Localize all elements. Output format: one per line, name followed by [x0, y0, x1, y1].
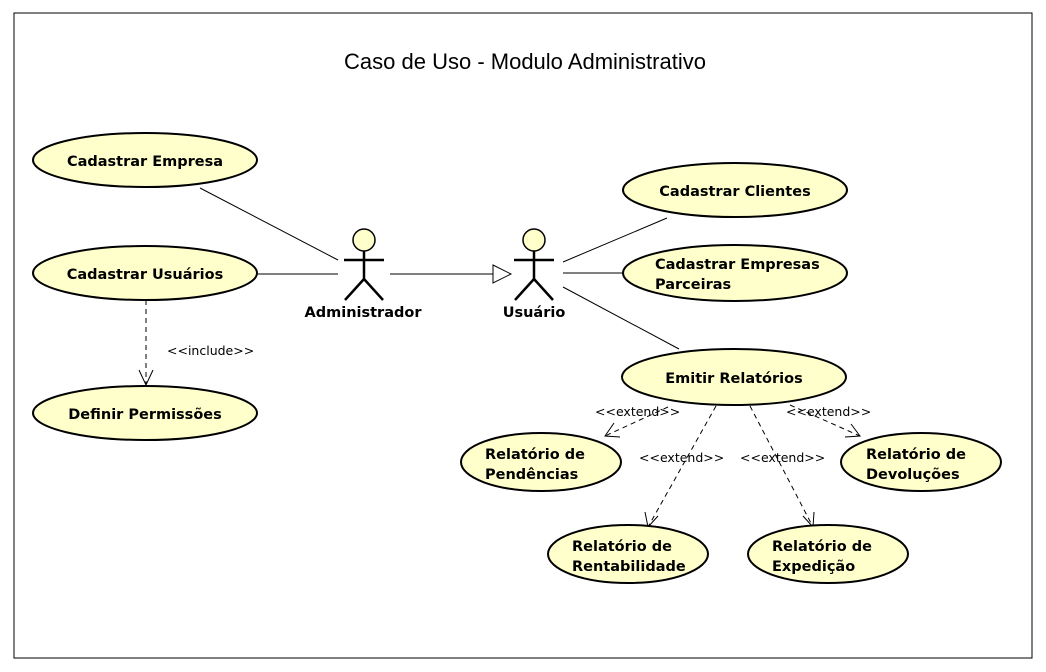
- use-case-label: Definir Permissões: [68, 407, 222, 423]
- use-case-ellipse: [460, 432, 622, 492]
- use-case-cadastrar-empresa[interactable]: Cadastrar Empresa: [32, 132, 258, 188]
- include-label: <<include>>: [167, 343, 254, 358]
- assoc-usuario-emitir-relatorios: [562, 286, 680, 350]
- extend-line-pendencias: [604, 406, 669, 437]
- use-case-label-line-2: Devoluções: [866, 467, 960, 483]
- use-case-ellipse: [840, 432, 1002, 492]
- use-case-ellipse: [32, 245, 258, 301]
- use-case-emitir-relatorios[interactable]: Emitir Relatórios: [621, 348, 847, 406]
- actor-left-leg: [344, 278, 365, 301]
- use-case-label-line-1: Cadastrar Empresas: [655, 257, 820, 273]
- use-case-ellipse: [621, 348, 847, 406]
- use-case-ellipse: [32, 132, 258, 188]
- use-case-ellipse: [622, 162, 848, 218]
- use-case-relatorio-pendencias[interactable]: Relatório de Pendências: [460, 432, 622, 492]
- use-case-ellipse: [547, 524, 709, 584]
- extend-line-devolucoes: [789, 404, 861, 437]
- use-case-ellipse: [747, 524, 909, 584]
- actor-administrador[interactable]: Administrador: [305, 228, 423, 321]
- assoc-usuario-cadastrar-clientes: [562, 217, 668, 263]
- use-case-label-line-2: Pendências: [485, 467, 578, 483]
- actor-head: [522, 228, 546, 252]
- use-case-label-line-1: Relatório de: [866, 447, 966, 463]
- actor-right-leg: [533, 278, 554, 301]
- use-case-label: Emitir Relatórios: [665, 371, 802, 387]
- use-case-ellipse: [32, 385, 258, 441]
- use-case-relatorio-devolucoes[interactable]: Relatório de Devoluções: [840, 432, 1002, 492]
- use-case-label-line-2: Parceiras: [655, 277, 731, 293]
- use-case-relatorio-rentabilidade[interactable]: Relatório de Rentabilidade: [547, 524, 709, 584]
- generalization-arrowhead: [492, 264, 513, 284]
- actor-head: [352, 228, 376, 252]
- actor-usuario[interactable]: Usuário: [503, 228, 566, 321]
- use-case-relatorio-expedicao[interactable]: Relatório de Expedição: [747, 524, 909, 584]
- use-case-cadastrar-usuarios[interactable]: Cadastrar Usuários: [32, 245, 258, 301]
- use-case-label-line-1: Relatório de: [772, 539, 872, 555]
- use-case-cadastrar-empresas-parceiras[interactable]: Cadastrar Empresas Parceiras: [622, 244, 848, 302]
- extend-line-expedicao: [749, 405, 814, 528]
- extend-arrowhead-pendencias: [604, 422, 621, 438]
- actor-label-administrador: Administrador: [305, 305, 423, 321]
- extend-arrowhead-devolucoes: [844, 423, 861, 438]
- use-case-label-line-1: Relatório de: [572, 539, 672, 555]
- extend-label-devolucoes: <<extend>>: [786, 404, 871, 419]
- actor-right-leg: [363, 278, 384, 301]
- use-case-ellipse: [622, 244, 848, 302]
- extend-label-pendencias: <<extend>>: [595, 404, 680, 419]
- use-case-cadastrar-clientes[interactable]: Cadastrar Clientes: [622, 162, 848, 218]
- use-case-label-line-2: Rentabilidade: [572, 559, 686, 575]
- use-case-label-line-1: Relatório de: [485, 447, 585, 463]
- extend-label-expedicao: <<extend>>: [740, 450, 825, 465]
- use-case-label: Cadastrar Empresa: [67, 154, 223, 170]
- actor-left-leg: [514, 278, 535, 301]
- assoc-admin-cadastrar-empresa: [199, 187, 339, 261]
- use-case-definir-permissoes[interactable]: Definir Permissões: [32, 385, 258, 441]
- diagram-title: Caso de Uso - Modulo Administrativo: [344, 49, 706, 74]
- use-case-label-line-2: Expedição: [772, 559, 855, 575]
- actor-label-usuario: Usuário: [503, 305, 566, 321]
- use-case-label: Cadastrar Usuários: [67, 267, 224, 283]
- include-arrowhead: [138, 369, 154, 387]
- use-case-label: Cadastrar Clientes: [659, 184, 810, 200]
- extend-label-rentabilidade: <<extend>>: [639, 450, 724, 465]
